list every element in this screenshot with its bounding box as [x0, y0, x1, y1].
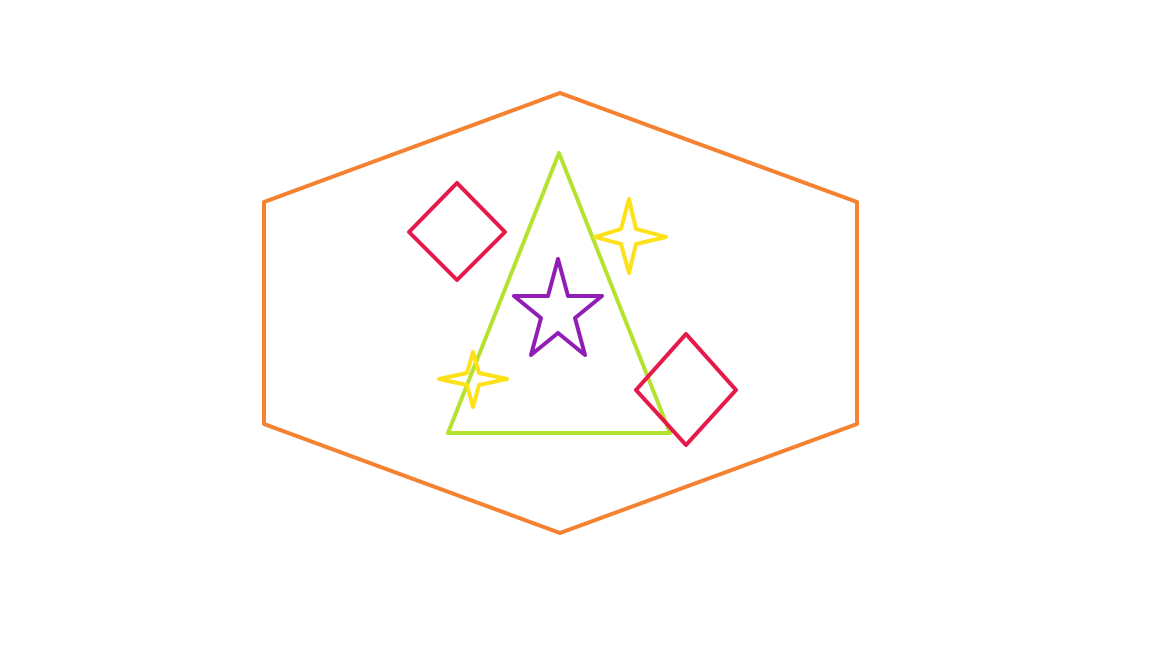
triangle-outline	[446, 151, 672, 435]
hexagon-outline	[262, 91, 859, 535]
yellow-sparkle-upper-right	[593, 197, 668, 275]
yellow-sparkle-lower-left	[437, 350, 509, 409]
diamond-lower-right	[634, 332, 738, 447]
purple-star	[512, 257, 604, 357]
diamond-upper-left	[407, 181, 507, 282]
